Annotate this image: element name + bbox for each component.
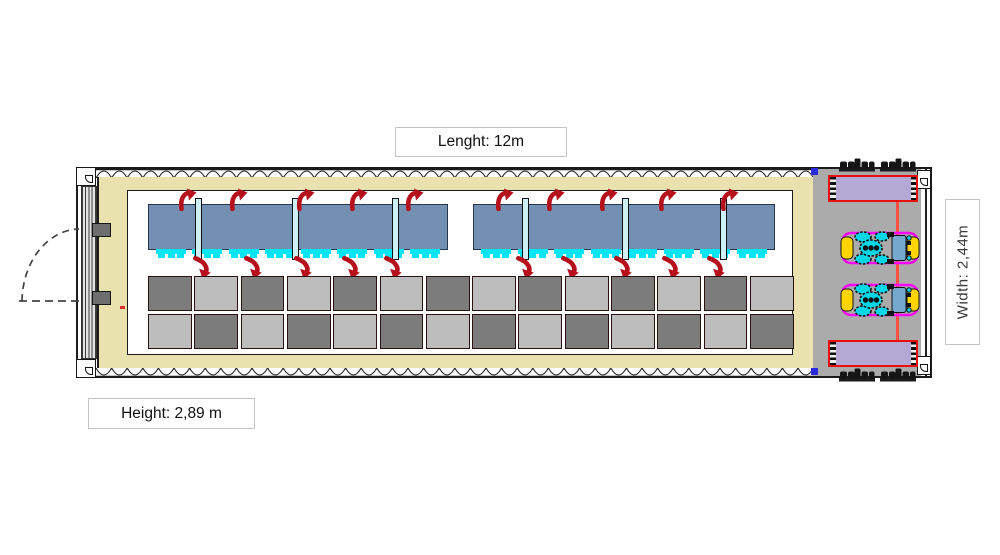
floor-tile: [194, 314, 239, 349]
corner-casting: [76, 359, 96, 378]
floor-tile: [148, 314, 192, 349]
support-post: [521, 198, 529, 260]
sprinkler-strip: [156, 249, 186, 258]
floor-tile: [333, 314, 378, 349]
airflow-arrow-icon: [348, 188, 368, 211]
floor-tile: [564, 276, 609, 311]
height-label: Height: 2,89 m: [88, 398, 255, 429]
floor-tile: [379, 276, 424, 311]
support-post: [391, 198, 399, 260]
airflow-arrow-icon: [177, 188, 197, 211]
fan-unit: [839, 158, 875, 172]
insulation-wall-left: [97, 177, 128, 368]
sprinkler-strip: [410, 249, 440, 258]
length-label: Lenght: 12m: [395, 127, 567, 157]
door-hinge: [92, 223, 111, 237]
insulation-wall-top: [97, 177, 813, 191]
corner-casting: [76, 167, 96, 186]
sprinkler-strip: [228, 249, 259, 258]
floor-tile: [749, 314, 794, 349]
fan-unit: [880, 158, 916, 172]
sprinkler-strip: [590, 249, 621, 258]
height-label-text: Height: 2,89 m: [121, 404, 222, 422]
airflow-arrow-icon: [228, 188, 248, 211]
door-swing-arc: [19, 228, 80, 302]
floor-tile: [472, 276, 516, 311]
corrugated-wall-bottom: [96, 367, 813, 377]
floor-tile: [611, 276, 655, 311]
airflow-arrow-icon: [719, 188, 739, 211]
floor-tile: [286, 276, 331, 311]
airflow-arrow-icon: [598, 188, 618, 211]
hvac-unit: [828, 340, 918, 367]
length-label-text: Lenght: 12m: [437, 133, 525, 150]
floor-tile: [611, 314, 655, 349]
floor-tile: [148, 276, 192, 311]
sprinkler-strip: [373, 249, 404, 258]
engine-unit: [840, 282, 920, 318]
corner-casting: [917, 170, 931, 189]
door-hinge: [92, 291, 111, 305]
airflow-arrow-icon: [494, 188, 514, 211]
floor-tile: [194, 276, 239, 311]
support-post: [621, 198, 629, 260]
fan-unit: [880, 368, 916, 382]
sprinkler-strip: [627, 249, 658, 258]
sprinkler-strip: [264, 249, 295, 258]
corrugated-wall-top: [96, 168, 813, 178]
floor-tile: [518, 276, 563, 311]
door-frame: [97, 177, 99, 368]
sprinkler-strip: [663, 249, 694, 258]
sprinkler-strip: [301, 249, 332, 258]
floor-tile: [240, 276, 285, 311]
insulation-wall-right: [792, 177, 813, 368]
supply-line: [896, 202, 899, 340]
floor-tile: [703, 276, 748, 311]
sprinkler-strip: [737, 249, 767, 258]
floor-tile: [703, 314, 748, 349]
corner-casting: [917, 356, 931, 375]
airflow-arrow-icon: [295, 188, 315, 211]
floor-tile: [657, 314, 702, 349]
floor-tile: [425, 276, 470, 311]
end-wall-line: [925, 169, 927, 376]
airflow-arrow-icon: [657, 188, 677, 211]
floor-tile: [286, 314, 331, 349]
engine-unit: [840, 230, 920, 266]
fan-unit: [839, 368, 875, 382]
floor-tile: [379, 314, 424, 349]
floor-tile: [425, 314, 470, 349]
red-mark: [120, 306, 125, 309]
width-label: Width: 2,44m: [945, 199, 980, 345]
floor-tile: [518, 314, 563, 349]
floor-tile: [333, 276, 378, 311]
sprinkler-strip: [481, 249, 511, 258]
floor-tile: [564, 314, 609, 349]
wall-joint-marker: [811, 368, 818, 375]
insulation-wall-bottom: [97, 355, 813, 368]
floor-tile: [657, 276, 702, 311]
airflow-arrow-icon: [545, 188, 565, 211]
floor-tile: [472, 314, 516, 349]
airflow-arrow-icon: [404, 188, 424, 211]
wall-joint-marker: [811, 168, 818, 175]
sprinkler-strip: [337, 249, 368, 258]
width-label-text: Width: 2,44m: [954, 224, 971, 320]
sprinkler-strip: [554, 249, 585, 258]
floor-tile: [240, 314, 285, 349]
floor-tile: [749, 276, 794, 311]
hvac-unit: [828, 175, 918, 202]
